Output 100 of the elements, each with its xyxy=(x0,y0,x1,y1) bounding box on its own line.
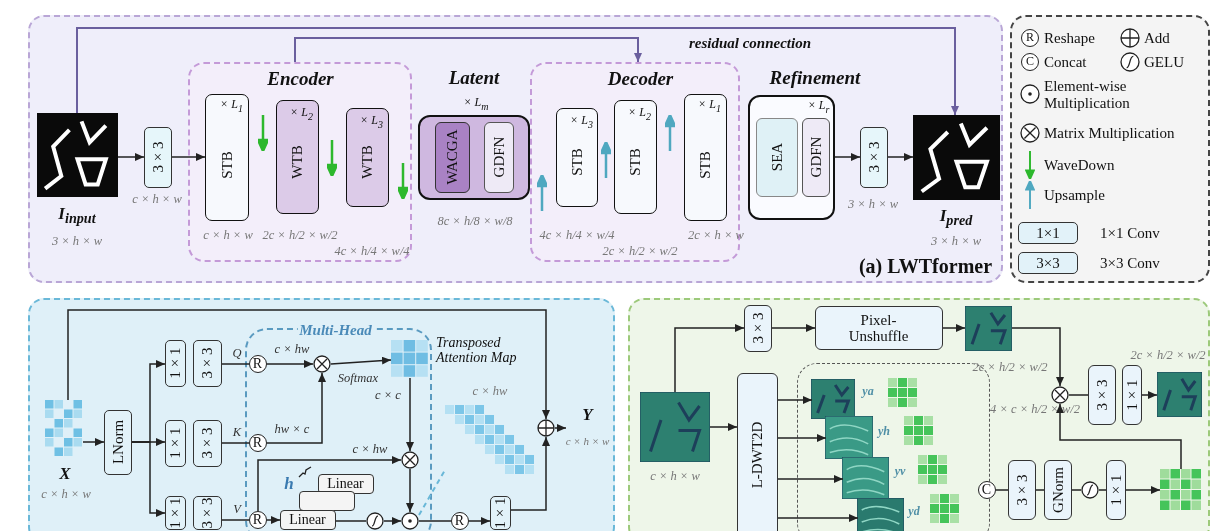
feature-map-image xyxy=(640,392,710,462)
repeat-count: × L$_{2}$ xyxy=(628,105,651,122)
ffn-block xyxy=(802,118,830,197)
block-label: 3×3 xyxy=(1093,379,1110,410)
transformer-block xyxy=(684,94,727,221)
layer-block xyxy=(815,306,943,350)
layer-block xyxy=(165,340,186,387)
arrow xyxy=(777,434,827,442)
dimension-label: 2c × h/2 × w/2 xyxy=(602,245,678,259)
block-label: 1×1 xyxy=(1123,379,1140,410)
feature-map-image xyxy=(1157,372,1202,417)
block-label: C xyxy=(981,481,992,498)
linear-block xyxy=(280,510,336,530)
arrow xyxy=(266,360,314,368)
block-label: STB xyxy=(218,150,235,179)
arrow xyxy=(510,436,550,511)
arrow xyxy=(67,309,550,420)
attention-block xyxy=(435,122,470,193)
block-label: Linear xyxy=(289,511,326,528)
dimension-label: 4c × h/4 × w/4 xyxy=(334,245,410,259)
block-label: GDFN xyxy=(490,136,507,178)
dimension-label: c × h × w xyxy=(203,229,253,243)
arrow xyxy=(266,516,281,524)
arrow xyxy=(674,324,745,393)
layer-block xyxy=(744,305,772,352)
block-label: 3×3 xyxy=(749,312,766,344)
dimension-label: 3 × h × w xyxy=(847,198,899,212)
block-label: R xyxy=(454,512,465,529)
reshape-circle xyxy=(249,355,267,373)
gelu-symbol xyxy=(1081,481,1099,499)
layer-block xyxy=(1088,365,1116,425)
block-label: 1×1 xyxy=(1107,474,1124,505)
arrow xyxy=(942,324,966,332)
layer-block xyxy=(737,373,778,531)
layer-block xyxy=(165,420,186,467)
block-label: STB xyxy=(626,147,643,176)
subband-label: yd xyxy=(908,505,920,519)
transformer-block xyxy=(556,108,598,207)
block-label: R xyxy=(252,434,263,451)
dimension-label: c × h × w xyxy=(650,470,700,484)
layer-block xyxy=(1044,460,1072,520)
glyph-image xyxy=(913,115,1000,200)
arrow xyxy=(1141,391,1158,399)
matrix-multiply-symbol xyxy=(313,355,331,373)
conv-block xyxy=(144,127,172,188)
arrow xyxy=(1011,327,1064,387)
block-label: 1×1 xyxy=(166,497,184,528)
dimension-label: c × hw xyxy=(472,385,508,399)
feature-map-image xyxy=(857,498,904,531)
section-title: Refinement xyxy=(769,67,861,89)
attention-grid-image xyxy=(1160,469,1202,511)
dimension-label: 2c × h × w xyxy=(688,229,744,243)
connector-line xyxy=(995,489,1009,491)
edge-label: Q xyxy=(232,347,242,361)
arrow xyxy=(131,441,166,517)
dimension-label: c × h × w xyxy=(565,434,610,447)
glyph-image xyxy=(37,113,118,197)
reshape-circle xyxy=(249,434,267,452)
symbol-label: Y xyxy=(582,405,593,424)
layer-block xyxy=(193,420,222,467)
arrow xyxy=(117,153,145,161)
arrow xyxy=(294,37,642,63)
add-symbol xyxy=(537,419,555,437)
layer-block xyxy=(193,340,222,387)
layer-block xyxy=(193,496,222,530)
symbol-label: I$_{pred}$ xyxy=(939,207,973,229)
arrow xyxy=(1125,486,1161,494)
arrow xyxy=(330,356,392,365)
attention-map-grid xyxy=(391,340,429,378)
dimension-label: 2c × h/2 × w/2 xyxy=(1130,349,1206,363)
block-label: SEA xyxy=(768,142,785,172)
feature-map-image xyxy=(842,457,889,499)
arrow xyxy=(777,396,813,404)
edge-label: hw × c xyxy=(274,423,310,437)
dimension-label: c × h × w xyxy=(132,193,182,207)
block-label: LNorm xyxy=(109,419,126,465)
dashed-panel xyxy=(628,298,1210,531)
edge-label: Softmax xyxy=(337,372,379,386)
reshape-circle xyxy=(249,511,267,529)
block-label: Pixel- Unshuffle xyxy=(847,311,910,344)
feature-map-image xyxy=(811,379,855,419)
gelu-symbol xyxy=(366,512,384,530)
reshape-circle xyxy=(978,481,996,499)
arrow xyxy=(709,423,738,431)
block-label: 3×3 xyxy=(1013,474,1030,505)
dimension-label: 3 × h × w xyxy=(930,235,982,249)
arrow xyxy=(777,514,859,522)
connector-line xyxy=(418,520,452,522)
subband-label: yv xyxy=(894,465,906,479)
block-label: R xyxy=(252,511,263,528)
symbol-label: h xyxy=(284,474,294,494)
subband-label: yh xyxy=(878,425,890,439)
block-label: 1×1 xyxy=(166,427,184,459)
block-label: GNorm xyxy=(1049,466,1066,513)
repeat-count: × L$_{3}$ xyxy=(570,113,593,130)
legend-label: Reshape xyxy=(1044,29,1095,47)
block-label: GDFN xyxy=(807,136,824,178)
dimension-label: 2c × h/2 × w/2 xyxy=(972,361,1048,375)
legend-label: GELU xyxy=(1144,53,1184,71)
arrow xyxy=(76,27,959,116)
